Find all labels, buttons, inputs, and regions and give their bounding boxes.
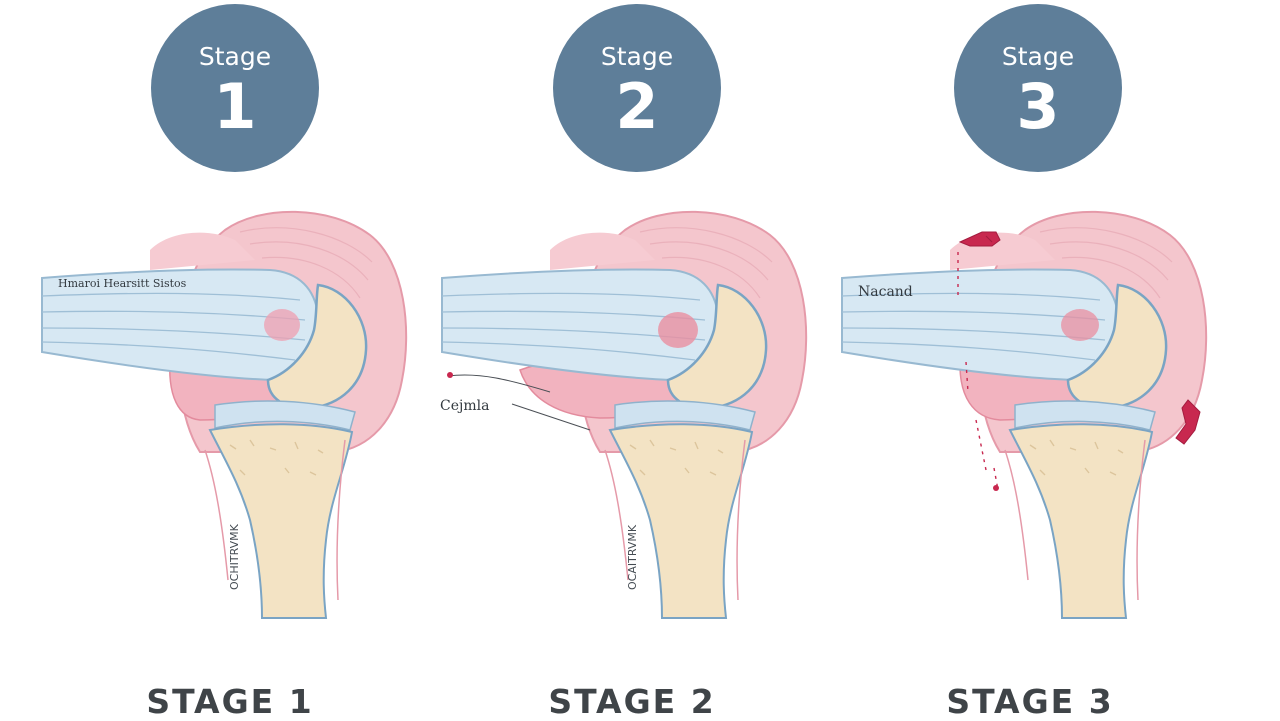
stage-3-knee-illustration <box>841 210 1208 619</box>
stage-3-bone-texture <box>1029 439 1124 476</box>
stage-3-marker-right <box>1175 399 1201 445</box>
stage-2-badge: Stage 2 <box>553 4 721 172</box>
stage-2-pointer-dot <box>447 372 453 378</box>
stage-1-synovium-lines <box>239 227 373 299</box>
stage-3-badge: Stage 3 <box>954 4 1122 172</box>
stage-2-side-label: Cejmla <box>440 398 490 414</box>
stage-3-inflammation-spot <box>1061 309 1099 341</box>
stage-2-badge-word: Stage <box>600 42 674 71</box>
stage-1-soft-tissue-upper <box>150 232 255 270</box>
stage-2-caption: STAGE 2 <box>548 682 716 721</box>
stage-2-knee-illustration <box>441 210 808 619</box>
stage-2-pink-margin <box>604 439 746 601</box>
stage-2-cartilage <box>614 400 756 431</box>
stage-3-pink-margin <box>1004 439 1146 601</box>
stage-3-marker-top <box>958 231 1001 247</box>
stage-2-bone-texture <box>629 439 724 476</box>
stage-3-caption: STAGE 3 <box>946 682 1114 721</box>
stage-2-panel: Stage 2 Cejmla OCAITRVMK STAGE 2 <box>400 0 820 721</box>
stage-1-tendon-fibers <box>41 292 306 361</box>
stage-2-tendon-fibers <box>441 292 706 361</box>
stage-3-dashed-marks <box>957 252 999 491</box>
stage-3-cartilage <box>1014 400 1156 431</box>
stage-2-soft-tissue-upper <box>550 232 655 270</box>
stage-1-knee-illustration <box>41 210 408 619</box>
stage-2-pointer-line <box>447 374 591 431</box>
stage-1-bone-label: OCHITRVMK <box>228 524 241 590</box>
stage-1-badge: Stage 1 <box>151 4 319 172</box>
stage-2-bone-shaft <box>608 423 754 619</box>
stage-3-marker-dot <box>993 485 999 491</box>
stage-1-tendon-label: Hmaroi Hearsitt Sistos <box>58 277 187 290</box>
stage-3-tendon-fibers <box>841 292 1106 361</box>
stage-1-pink-margin <box>204 439 346 601</box>
stage-1-cartilage <box>214 400 356 431</box>
stage-1-badge-number: 1 <box>213 70 257 143</box>
stage-2-inflammation-spot <box>658 312 698 348</box>
stage-1-bone-texture <box>229 439 324 476</box>
stage-2-synovium-lines <box>639 227 773 299</box>
stage-1-caption: STAGE 1 <box>146 682 314 721</box>
stage-3-bone-shaft <box>1008 423 1154 619</box>
stage-3-tendon-label: Nacand <box>858 284 913 300</box>
stage-1-badge-word: Stage <box>198 42 272 71</box>
stage-3-synovium-lines <box>1039 227 1173 299</box>
stage-1-panel: Stage 1 Hmaroi Hearsitt Sistos OCHITRVMK… <box>0 0 420 721</box>
stage-2-bone-label: OCAITRVMK <box>626 524 639 590</box>
stage-2-badge-number: 2 <box>615 70 659 143</box>
stage-1-bone-shaft <box>208 423 354 619</box>
stage-3-badge-word: Stage <box>1001 42 1075 71</box>
stage-3-panel: Stage 3 Nacand STAGE 3 <box>800 0 1220 721</box>
stage-3-badge-number: 3 <box>1016 70 1060 143</box>
stage-1-inflammation-spot <box>264 309 300 341</box>
